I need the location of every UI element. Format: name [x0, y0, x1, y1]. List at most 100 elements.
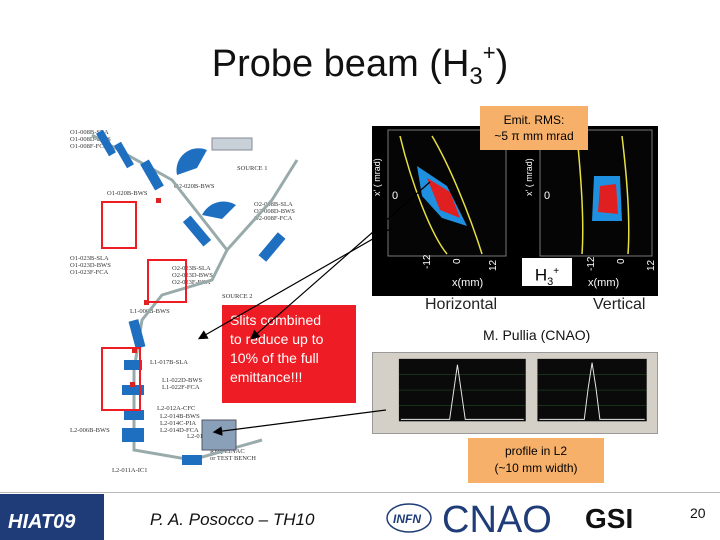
schematic-component-label: L2-014B-BWS — [160, 413, 200, 420]
x-tick-label: 12 — [488, 259, 499, 271]
slit-highlight-box — [147, 259, 187, 303]
profile-caption: profile in L2 (~10 mm width) — [468, 438, 604, 483]
schematic-component-label: L2-011A-IC1 — [112, 467, 148, 474]
dipole-icon — [202, 201, 236, 219]
footer-divider — [0, 492, 720, 493]
h3-plus-label: H3+ — [522, 258, 572, 289]
magnet-icon — [124, 360, 142, 370]
emittance-label-line: ~5 π mm mrad — [494, 129, 574, 143]
magnet-icon — [258, 232, 286, 262]
horizontal-label: Horizontal — [425, 296, 498, 313]
profile-screenshot — [372, 352, 658, 434]
schematic-component-label: or TEST BENCH — [210, 455, 256, 462]
hiat-logo: HIAT09 — [0, 494, 104, 540]
schematic-component-label: O2-023F-FCA — [172, 279, 211, 286]
callout-line: 10% of the full — [230, 350, 319, 366]
callout-line: Slits combined — [230, 312, 322, 328]
gsi-logo: GSI — [585, 503, 633, 534]
schematic-component-label: O2-023D-BWS — [172, 272, 213, 279]
title-subscript: 3 — [469, 63, 483, 90]
presenter-label: P. A. Posocco – TH10 — [150, 510, 315, 529]
dipole-icon — [176, 148, 207, 175]
ellipse-boundary — [576, 135, 584, 255]
magnet-icon — [114, 141, 134, 169]
profile-trace — [539, 362, 645, 420]
detector-marker — [132, 348, 137, 353]
schematic-component-label: O1-008D-BWS — [70, 136, 111, 143]
magnet-icon — [128, 319, 146, 349]
schematic-component-label: L1-022F-FCA — [162, 384, 200, 391]
schematic-component-label: O2-008B-SLA — [254, 201, 293, 208]
x-tick-label: 12 — [646, 259, 657, 271]
schematic-component-label: O2-008F-FCA — [254, 215, 293, 222]
schematic-component-label: O1-023F-FCA — [70, 269, 109, 276]
beam-pipe — [91, 133, 263, 462]
callout-line: emittance!!! — [230, 369, 303, 385]
grid-lines — [398, 374, 647, 406]
rfq-icon — [201, 419, 237, 451]
emittance-rms-label: Emit. RMS: ~5 π mm mrad — [480, 106, 588, 150]
ellipse-boundary — [431, 135, 483, 255]
slit-highlight-box — [101, 347, 141, 411]
y-axis-label: x' ( mrad) — [524, 158, 534, 196]
schematic-component-label: O1-008B-SLA — [70, 129, 109, 136]
schematic-component-label: O1-023D-BWS — [70, 262, 111, 269]
callout-line: to reduce up to — [230, 331, 324, 347]
x-axis-label: x(mm) — [588, 277, 619, 289]
ellipse-boundary — [621, 135, 630, 255]
x-axis-label: x(mm) — [452, 277, 483, 289]
phase-space-core — [598, 184, 618, 214]
profile-caption-line: (~10 mm width) — [494, 461, 578, 475]
magnet-icon — [96, 129, 116, 157]
profile-trace — [400, 364, 524, 420]
vertical-label: Vertical — [593, 296, 646, 313]
slits-callout: Slits combined to reduce up to 10% of th… — [222, 305, 356, 403]
x-tick-label: -12 — [422, 254, 433, 269]
schematic-component-label: O1-020B-BWS — [107, 190, 148, 197]
schematic-component-label: O1-008F-FCA — [70, 143, 109, 150]
infn-logo: INFN — [386, 503, 432, 533]
title-text: Probe beam (H — [211, 43, 470, 85]
magnet-icon — [182, 455, 202, 465]
y-zero-label: 0 — [392, 190, 398, 202]
schematic-component-label: L2-012A-CFC — [157, 405, 195, 412]
schematic-component-label: O2-023B-SLA — [172, 265, 211, 272]
magnet-icon — [122, 385, 144, 395]
emittance-label-line: Emit. RMS: — [503, 113, 565, 127]
schematic-component-label: SOURCE 2 — [222, 293, 253, 300]
slit-highlight-box — [101, 201, 137, 249]
h3-sub: 3 — [547, 276, 554, 289]
schematic-component-label: L1-017B-SLA — [150, 359, 188, 366]
cnao-logo-text: CNAO — [442, 499, 552, 538]
detector-marker — [144, 300, 149, 305]
schematic-component-label: O1-023B-SLA — [70, 255, 109, 262]
title-close: ) — [495, 43, 509, 85]
hiat-logo-text: HIAT09 — [8, 511, 76, 533]
schematic-component-label: L2-014C-PIA — [160, 420, 196, 427]
h3-base: H — [534, 265, 548, 285]
schematic-component-label: L2-006B-BWS — [70, 427, 110, 434]
infn-logo-text: INFN — [393, 512, 421, 526]
magnet-icon — [124, 410, 144, 420]
x-tick-label: -12 — [586, 256, 597, 271]
y-zero-label: 0 — [544, 190, 550, 202]
detector-marker — [156, 198, 161, 203]
y-axis-label: x' ( mrad) — [372, 158, 382, 196]
magnet-icon — [122, 428, 144, 442]
x-tick-label: 0 — [452, 258, 463, 264]
title-superscript: + — [482, 40, 496, 65]
magnet-icon — [182, 215, 212, 247]
cnao-logo: CNAO — [442, 499, 552, 538]
schematic-component-label: RFQ-LINAC — [210, 448, 245, 455]
phase-space-core — [427, 178, 460, 218]
schematic-component-label: O2-020B-BWS — [174, 183, 215, 190]
h3-sup: + — [553, 266, 560, 277]
gsi-logo-text: GSI — [585, 503, 633, 534]
source-icon — [211, 137, 253, 151]
profile-caption-line: profile in L2 — [504, 444, 568, 458]
schematic-component-label: L1-022D-BWS — [162, 377, 202, 384]
x-tick-label: 0 — [616, 258, 627, 264]
page-number: 20 — [690, 505, 706, 521]
magnet-icon — [140, 159, 164, 191]
